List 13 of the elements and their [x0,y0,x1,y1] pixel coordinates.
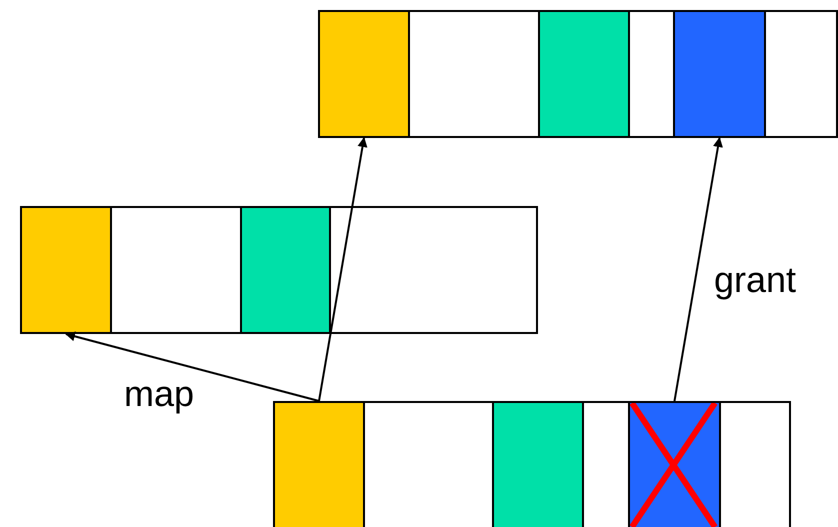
arrow [318,137,368,402]
memory-page [240,208,331,332]
arrow [674,137,723,402]
arrow [65,331,320,402]
memory-page [318,12,410,136]
memory-page [20,208,112,332]
memory-page [492,403,584,527]
address-space-bar [318,10,838,138]
memory-page [673,12,766,136]
address-space-bar [20,206,538,334]
memory-page [273,403,365,527]
address-space-bar [273,401,791,527]
memory-page [538,12,630,136]
